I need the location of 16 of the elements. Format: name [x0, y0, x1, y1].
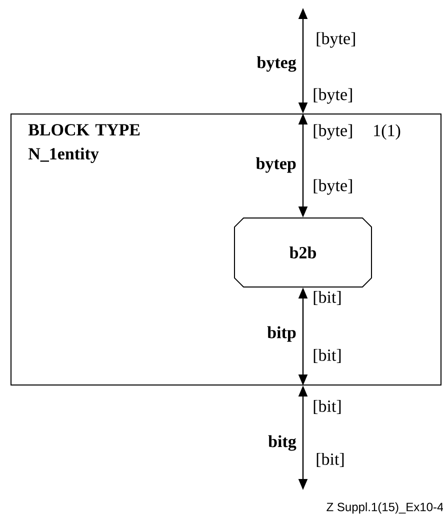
channel-name: bytep	[256, 157, 296, 173]
page-number: 1(1)	[374, 124, 400, 140]
channel-name: byteg	[256, 56, 296, 72]
signal-list: [bit]	[314, 290, 341, 306]
signal-list: [bit]	[316, 452, 344, 468]
channel-name: bitg	[268, 435, 296, 451]
signal-list: [byte]	[316, 32, 355, 48]
signal-list: [bit]	[314, 400, 341, 414]
signal-list: [bit]	[314, 348, 341, 364]
signal-list: [byte]	[314, 124, 352, 140]
figure-id: Z Suppl.1(15)_Ex10-4	[326, 502, 443, 514]
block-instance-box: b2b	[234, 218, 372, 288]
block-heading: BLOCK TYPE N_1entity	[28, 124, 140, 164]
signal-list: [byte]	[314, 88, 352, 104]
channel-name: bitp	[267, 326, 296, 342]
signal-list: [byte]	[314, 179, 352, 195]
